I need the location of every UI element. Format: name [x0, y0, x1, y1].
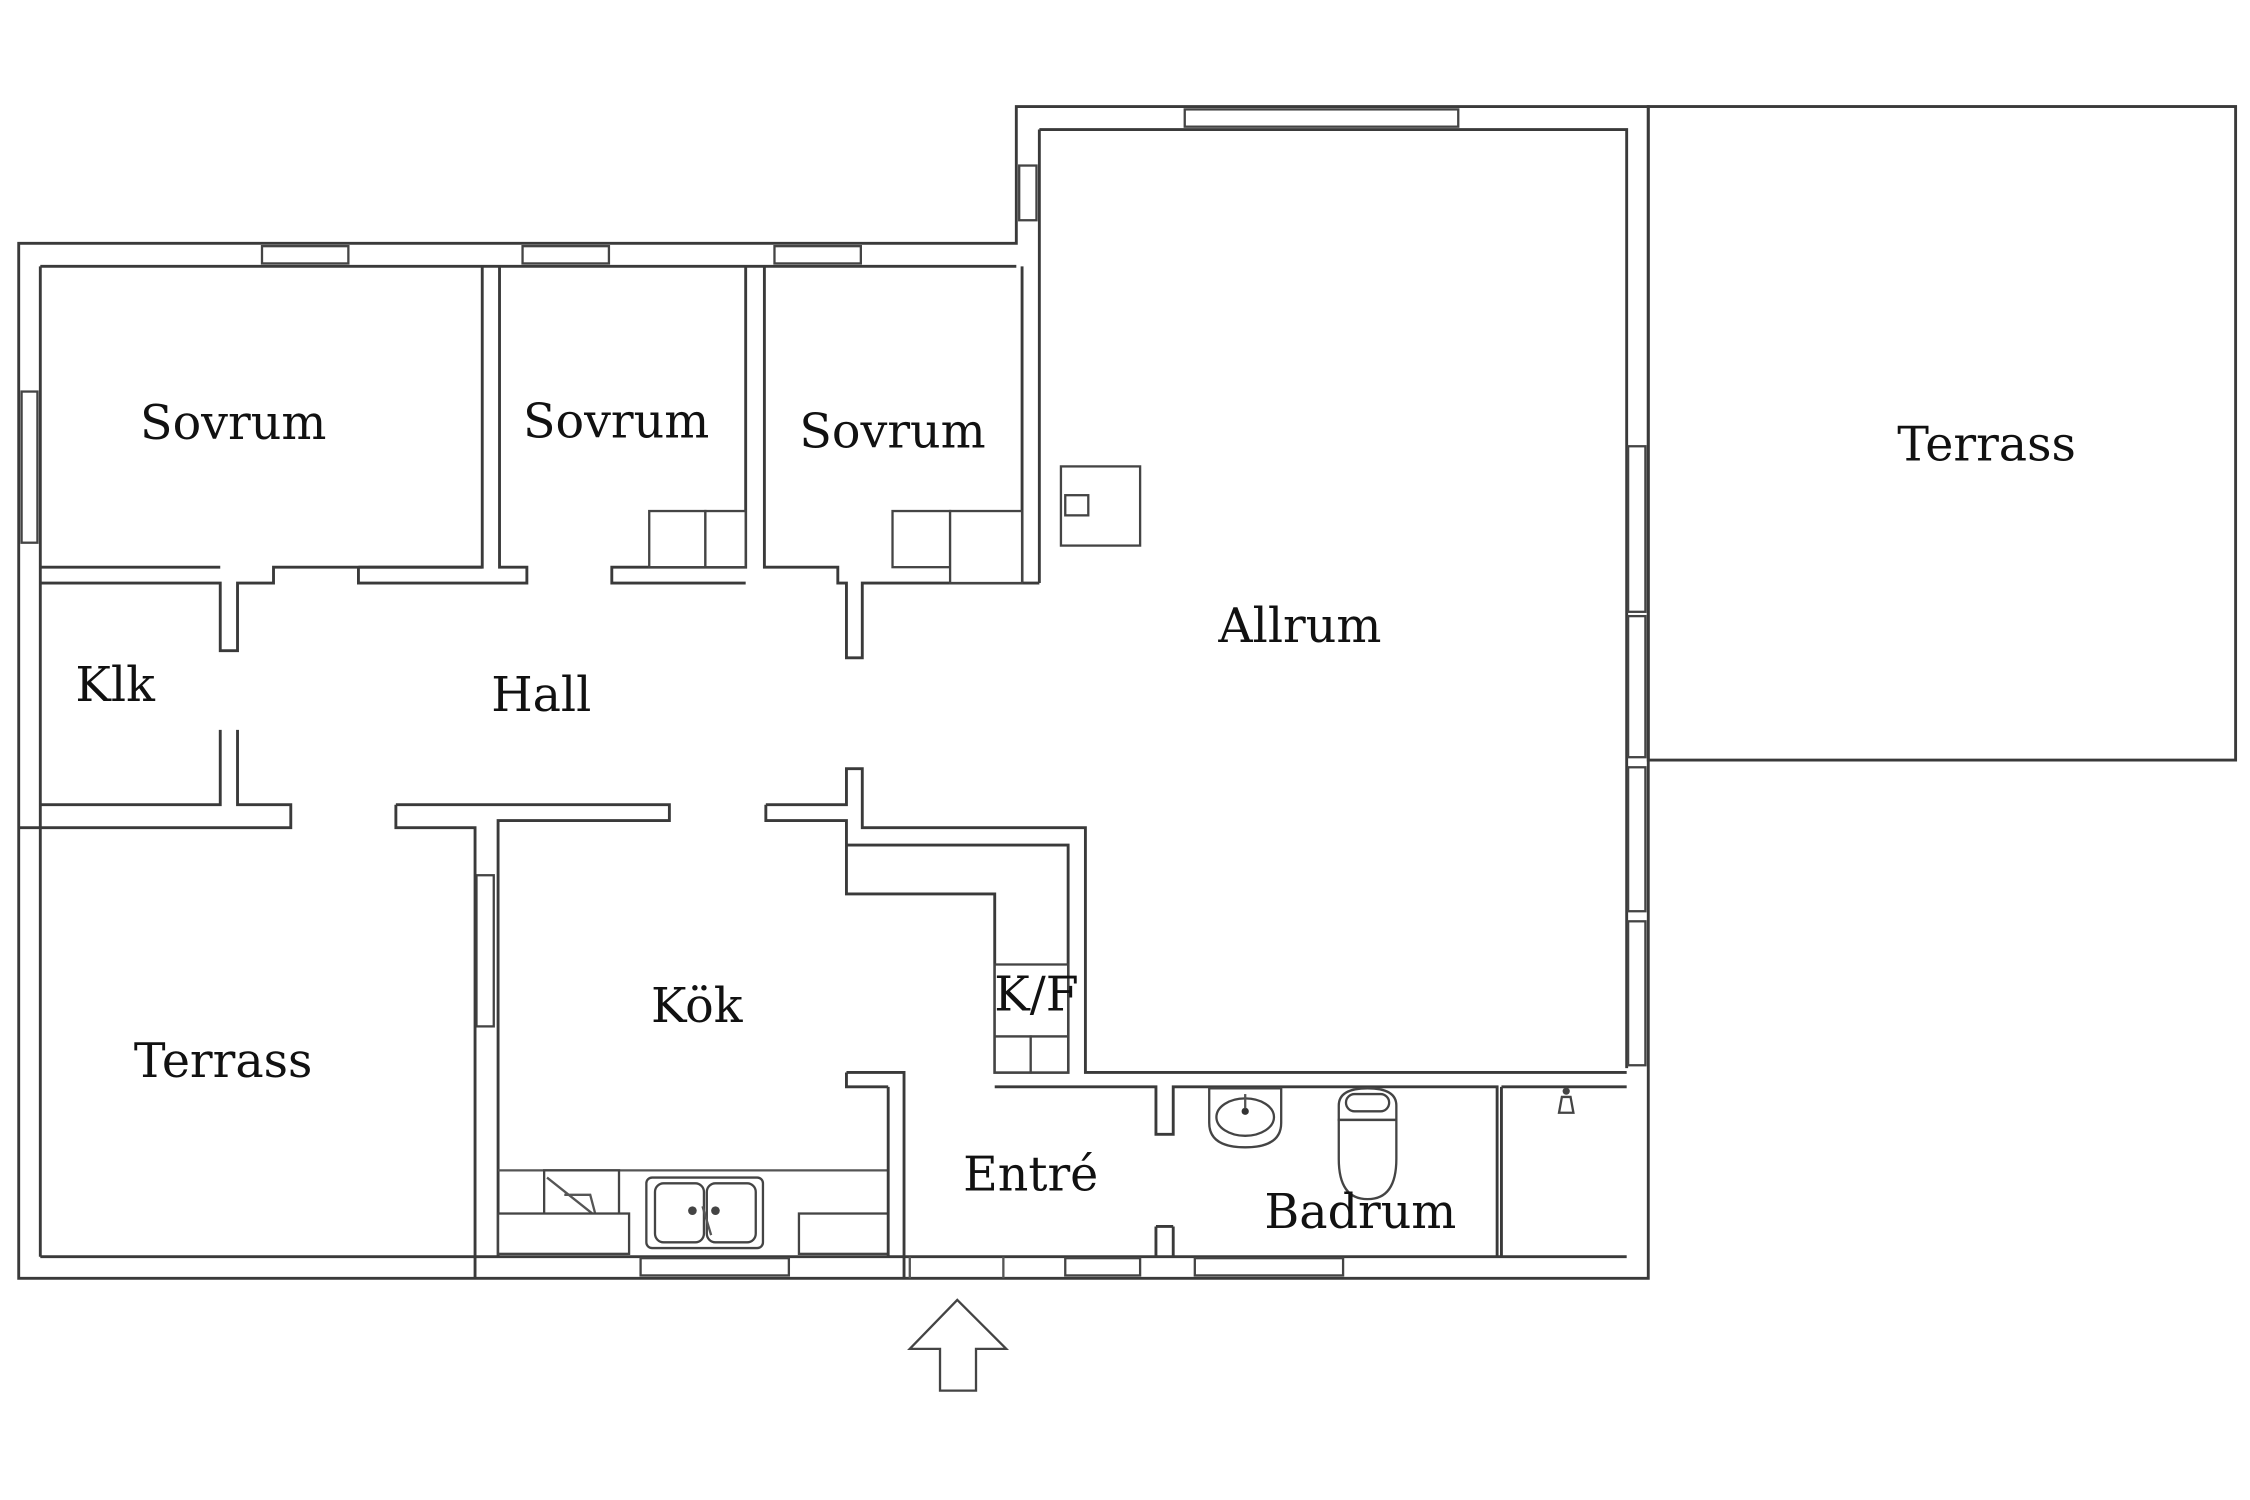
wardrobes	[648, 509, 1024, 585]
counter-block	[496, 1212, 631, 1255]
room-label-allrum: Allrum	[1217, 599, 1381, 654]
wardrobe	[891, 509, 952, 569]
room-label-klk: Klk	[75, 658, 156, 713]
stove	[542, 1169, 621, 1218]
window	[475, 874, 495, 1028]
kitchen-counter	[496, 1169, 890, 1255]
shower-head	[1557, 1087, 1575, 1114]
window	[1626, 614, 1647, 759]
entrance-bathroom-walls	[845, 1071, 1627, 1279]
room-label-hall: Hall	[491, 668, 591, 723]
wardrobe	[648, 509, 707, 569]
fridge-freezer	[993, 963, 1070, 1074]
room-label-kf: K/F	[994, 968, 1078, 1023]
room-label-terrass-right: Terrass	[1897, 418, 2076, 473]
window	[521, 245, 611, 265]
window	[1626, 766, 1647, 913]
window	[773, 245, 862, 265]
room-label-sovrum-3: Sovrum	[799, 405, 985, 460]
bathroom-fixtures	[1208, 1087, 1575, 1201]
room-label-badrum: Badrum	[1264, 1185, 1456, 1240]
bedroom-walls	[40, 266, 1040, 660]
room-label-sovrum-2: Sovrum	[523, 395, 709, 450]
window	[20, 390, 39, 544]
room-label-sovrum-1: Sovrum	[140, 396, 326, 451]
window	[639, 1257, 791, 1277]
windows	[20, 108, 1647, 1277]
counter-block	[797, 1212, 890, 1255]
room-label-entre: Entré	[963, 1147, 1098, 1202]
wardrobe	[704, 509, 747, 569]
window	[260, 245, 350, 265]
window	[1626, 920, 1647, 1067]
exterior-wall-inner	[38, 128, 1629, 1259]
window	[1183, 108, 1460, 128]
hall-kitchen-walls	[18, 129, 1627, 1279]
window	[1193, 1257, 1345, 1277]
terrace-right-outline	[1646, 105, 2238, 762]
entrance-arrow-icon	[907, 1298, 1010, 1392]
outer-walls	[17, 105, 1650, 1280]
room-label-terrass-left: Terrass	[134, 1034, 313, 1089]
toilet	[1337, 1087, 1398, 1201]
window	[1064, 1257, 1142, 1277]
room-label-kok: Kök	[651, 979, 744, 1034]
window	[1018, 164, 1038, 222]
fireplace	[1059, 465, 1142, 547]
fireplace-opening	[1064, 494, 1090, 517]
exterior-wall-outer	[17, 105, 1650, 1280]
window	[1626, 445, 1647, 613]
wardrobe	[948, 509, 1024, 585]
room-labels: Sovrum Sovrum Sovrum Klk Hall Allrum Ter…	[75, 395, 2075, 1240]
